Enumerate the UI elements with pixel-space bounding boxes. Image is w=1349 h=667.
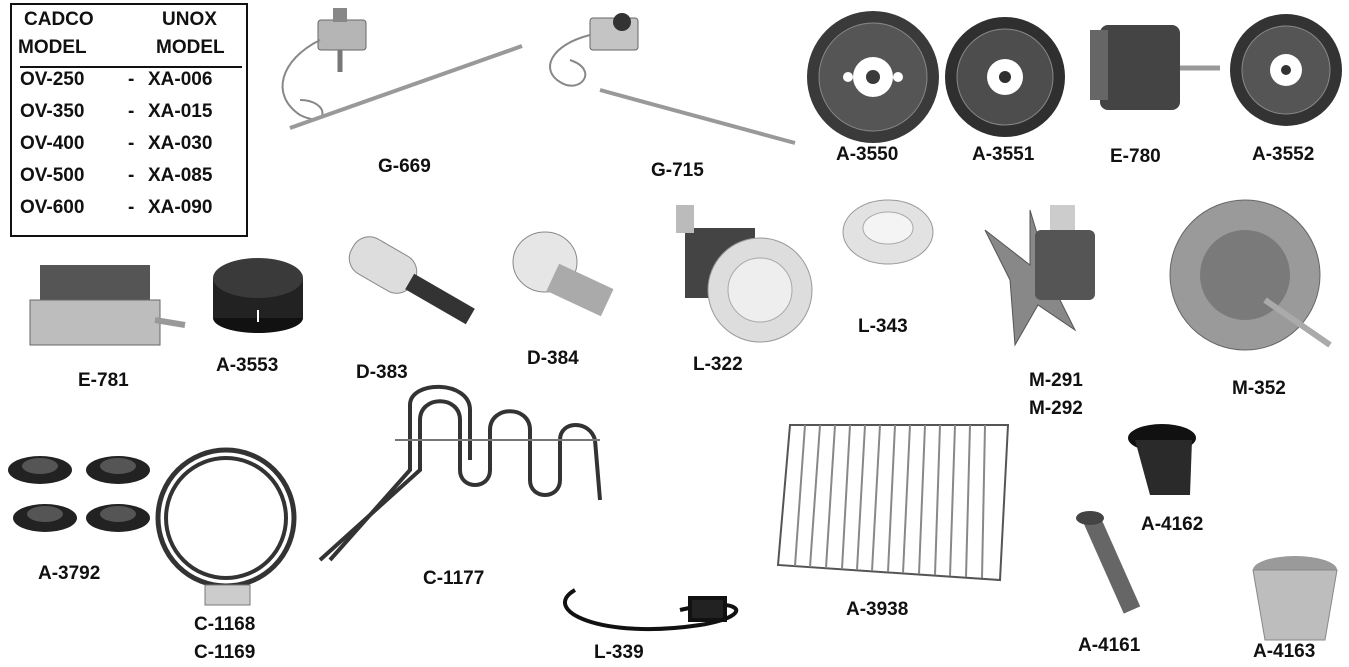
label-l343: L-343 <box>858 316 908 337</box>
label-c1169: C-1169 <box>194 642 256 663</box>
element-c1177-image <box>318 384 602 562</box>
cadco-model: OV-250 <box>20 69 85 90</box>
table-row: OV-350 -XA-015 <box>20 101 212 123</box>
lamp-holder-l322-image <box>676 205 813 343</box>
unox-header-line1: UNOX <box>162 9 217 30</box>
separator: - <box>128 165 135 186</box>
label-d384: D-384 <box>527 348 579 369</box>
label-l322: L-322 <box>693 354 743 375</box>
table-row: OV-500 -XA-085 <box>20 165 212 187</box>
feet-a3792-image <box>8 456 150 532</box>
label-a3552: A-3552 <box>1252 144 1315 165</box>
separator: - <box>128 197 135 218</box>
model-cross-reference-table: CADCO MODEL UNOX MODEL OV-250-XA-006 OV-… <box>10 3 248 237</box>
cord-l339-image <box>563 588 739 632</box>
label-a4161: A-4161 <box>1078 635 1141 656</box>
timer-e780-image <box>1090 25 1220 110</box>
unox-header-line2: MODEL <box>156 37 225 58</box>
unox-model: XA-030 <box>148 133 213 154</box>
label-g715: G-715 <box>651 160 704 181</box>
separator: - <box>128 133 135 154</box>
bracket-a4162-image <box>1128 424 1196 495</box>
label-l339: L-339 <box>594 642 644 663</box>
table-row: OV-600 -XA-090 <box>20 197 212 219</box>
motor-m352-image <box>1169 199 1332 351</box>
label-m352: M-352 <box>1232 378 1286 399</box>
lens-l343-image <box>842 199 934 265</box>
label-g669: G-669 <box>378 156 431 177</box>
label-c1168: C-1168 <box>194 614 256 635</box>
ring-element-c1168-image <box>155 447 297 606</box>
label-a4162: A-4162 <box>1141 514 1204 535</box>
unox-model: XA-015 <box>148 101 213 122</box>
label-a3550: A-3550 <box>836 144 899 165</box>
dial-a3552-image <box>1230 14 1342 126</box>
dial-a3551-image <box>945 17 1065 137</box>
dial-a3550-image <box>807 11 939 143</box>
label-a3553: A-3553 <box>216 355 279 376</box>
thermostat-g669-image <box>281 8 523 130</box>
fan-motor-m291-image <box>984 205 1095 347</box>
unox-model: XA-006 <box>148 69 213 90</box>
switch-e781-image <box>29 265 186 346</box>
header-underline <box>20 66 242 68</box>
label-a4163: A-4163 <box>1253 641 1316 662</box>
cadco-header-line2: MODEL <box>18 37 87 58</box>
thermostat-g715-image <box>549 13 796 145</box>
label-a3938: A-3938 <box>846 599 909 620</box>
cadco-header-line1: CADCO <box>24 9 94 30</box>
unox-model: XA-085 <box>148 165 213 186</box>
label-a3551: A-3551 <box>972 144 1035 165</box>
bulb-d384-image <box>512 231 614 317</box>
cadco-model: OV-500 <box>20 165 85 186</box>
separator: - <box>128 69 135 90</box>
knob-a3553-image <box>213 258 303 333</box>
label-e781: E-781 <box>78 370 129 391</box>
bulb-d383-image <box>348 236 475 325</box>
unox-model: XA-090 <box>148 197 213 218</box>
label-m292: M-292 <box>1029 398 1083 419</box>
cup-a4163-image <box>1252 556 1338 641</box>
cadco-model: OV-400 <box>20 133 85 154</box>
cadco-model: OV-350 <box>20 101 85 122</box>
label-m291: M-291 <box>1029 370 1083 391</box>
cadco-model: OV-600 <box>20 197 85 218</box>
label-c1177: C-1177 <box>423 568 485 589</box>
table-row: OV-400 -XA-030 <box>20 133 212 155</box>
table-row: OV-250 -XA-006 <box>20 69 212 91</box>
label-d383: D-383 <box>356 362 408 383</box>
separator: - <box>128 101 135 122</box>
label-e780: E-780 <box>1110 146 1161 167</box>
label-a3792: A-3792 <box>38 563 101 584</box>
tube-a4161-image <box>1076 511 1141 614</box>
rack-a3938-image <box>776 424 1010 582</box>
